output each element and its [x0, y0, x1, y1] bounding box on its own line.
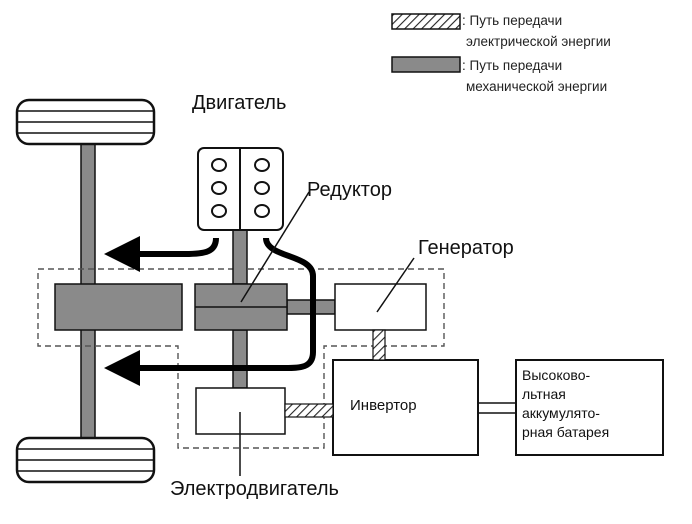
battery-label-line-4: рная батарея: [522, 424, 609, 440]
generator-label: Генератор: [418, 237, 514, 259]
differential-block: [54, 283, 183, 331]
legend-electric-swatch: [391, 13, 461, 30]
reducer-leader-line: [240, 191, 310, 303]
legend: : Путь передачи электрической энергии : …: [391, 13, 611, 94]
engine-label: Двигатель: [192, 92, 286, 114]
motor-shaft: [232, 329, 248, 389]
battery-label-line-2: льтная: [522, 386, 566, 402]
battery-label-line-3: аккумулято-: [522, 405, 600, 421]
legend-electric-label-1: : Путь передачи: [462, 13, 562, 28]
legend-electric-label-2: электрической энергии: [466, 34, 611, 49]
inverter-battery-connection: [478, 402, 516, 414]
front-wheel: [15, 98, 156, 146]
generator-leader-line: [376, 257, 415, 313]
transaxle-enclosure-dashed: [37, 268, 445, 449]
battery-block: [515, 359, 664, 456]
engine-to-motor-wheels-flow-arrow: [104, 237, 316, 386]
engine-block: [197, 147, 284, 231]
wheel-axle-assembly: [15, 98, 156, 484]
reducer-block: [194, 283, 288, 331]
legend-mechanical-label-2: механической энергии: [466, 79, 607, 94]
engine-to-wheels-flow-arrow: [104, 236, 219, 272]
legend-mechanical-label-1: : Путь передачи: [462, 58, 562, 73]
motor-inverter-electric-path: [284, 403, 334, 418]
generator-inverter-electric-path: [372, 329, 386, 361]
rear-wheel: [15, 436, 156, 484]
inverter-label: Инвертор: [350, 397, 417, 414]
motor-label: Электродвигатель: [170, 478, 339, 500]
engine-output-shaft: [232, 227, 248, 285]
inverter-block: [332, 359, 479, 456]
reducer-label: Редуктор: [307, 179, 392, 201]
battery-label-line-1: Высоково-: [522, 367, 590, 383]
legend-mechanical-swatch: [391, 56, 461, 73]
